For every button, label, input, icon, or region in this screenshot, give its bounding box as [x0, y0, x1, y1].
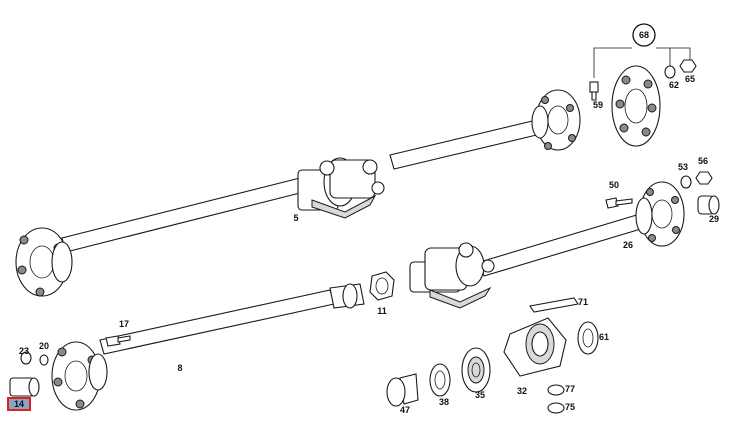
- part-number-label: 65: [685, 74, 695, 84]
- callout-bubble: [632, 23, 656, 47]
- part-callout-38[interactable]: 38: [439, 397, 449, 407]
- selected-part-highlight: [7, 397, 31, 411]
- part-callout-62[interactable]: 62: [669, 80, 679, 90]
- part-number-label: 38: [439, 397, 449, 407]
- flex-disc-set: [589, 47, 697, 147]
- part-number-label: 62: [669, 80, 679, 90]
- part-number-label: 47: [400, 405, 410, 415]
- part-number-label: 77: [565, 384, 575, 394]
- part-number-label: 29: [709, 214, 719, 224]
- part-callout-17[interactable]: 17: [119, 319, 129, 329]
- part-number-label: 71: [578, 297, 588, 307]
- part-number-label: 11: [377, 306, 387, 316]
- part-number-label: 35: [475, 390, 485, 400]
- part-callout-77[interactable]: 77: [565, 384, 575, 394]
- part-callout-20[interactable]: 20: [39, 341, 49, 351]
- part-number-label: 56: [698, 156, 708, 166]
- part-callout-26[interactable]: 26: [623, 240, 633, 250]
- part-callout-71[interactable]: 71: [578, 297, 588, 307]
- rear-drive-shaft: [51, 181, 685, 411]
- part-number-label: 26: [623, 240, 633, 250]
- part-callout-53[interactable]: 53: [678, 162, 688, 172]
- part-callout-61[interactable]: 61: [599, 332, 609, 342]
- part-callout-75[interactable]: 75: [565, 402, 575, 412]
- part-number-label: 14: [14, 399, 24, 409]
- part-callout-35[interactable]: 35: [475, 390, 485, 400]
- part-number-label: 32: [517, 386, 527, 396]
- part-callout-68[interactable]: 68: [632, 23, 656, 47]
- part-number-label: 50: [609, 180, 619, 190]
- center-bearing-parts: [369, 271, 599, 414]
- part-callout-65[interactable]: 65: [685, 74, 695, 84]
- part-number-label: 68: [639, 30, 649, 40]
- part-callout-56[interactable]: 56: [698, 156, 708, 166]
- part-callout-14[interactable]: 14: [7, 397, 31, 411]
- part-callout-5[interactable]: 5: [293, 213, 298, 223]
- part-callout-47[interactable]: 47: [400, 405, 410, 415]
- part-callout-23[interactable]: 23: [19, 346, 29, 356]
- part-number-label: 59: [593, 100, 603, 110]
- part-callout-59[interactable]: 59: [593, 100, 603, 110]
- part-number-label: 61: [599, 332, 609, 342]
- part-number-label: 75: [565, 402, 575, 412]
- part-callout-29[interactable]: 29: [709, 214, 719, 224]
- part-number-label: 20: [39, 341, 49, 351]
- part-number-label: 8: [177, 363, 182, 373]
- part-number-label: 17: [119, 319, 129, 329]
- part-number-label: 53: [678, 162, 688, 172]
- part-callout-11[interactable]: 11: [377, 306, 387, 316]
- part-callout-50[interactable]: 50: [609, 180, 619, 190]
- small-parts-left: [9, 335, 131, 397]
- part-number-label: 23: [19, 346, 29, 356]
- small-parts-right: [605, 171, 720, 215]
- part-callout-8[interactable]: 8: [177, 363, 182, 373]
- front-drive-shaft: [15, 89, 581, 297]
- part-number-label: 5: [293, 213, 298, 223]
- part-callout-32[interactable]: 32: [517, 386, 527, 396]
